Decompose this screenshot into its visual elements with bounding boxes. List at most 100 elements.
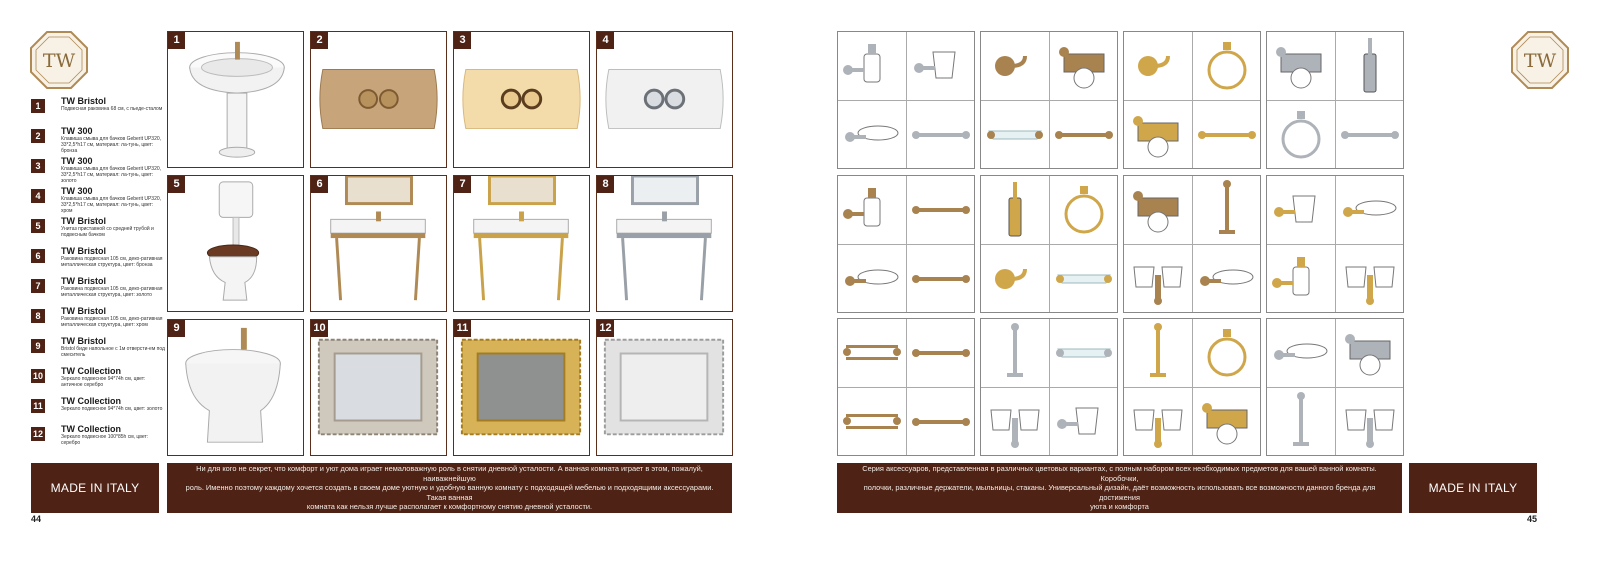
paper-holder-covered-icon[interactable] bbox=[1267, 32, 1335, 100]
product-photo-flush-plate-gold[interactable]: 3 bbox=[453, 31, 590, 168]
intro-text-left: Ни для кого не секрет, что комфорт и уют… bbox=[167, 463, 732, 513]
spare-roll-holder-icon[interactable] bbox=[1267, 388, 1335, 456]
mirror-icon bbox=[460, 338, 582, 436]
product-photo-pedestal-sink[interactable]: 1 bbox=[167, 31, 304, 168]
soap-dish-icon[interactable] bbox=[1193, 245, 1261, 313]
product-number: 5 bbox=[31, 219, 45, 233]
console-sink-icon bbox=[330, 176, 426, 301]
towel-ring-icon[interactable] bbox=[1267, 101, 1335, 169]
product-badge: 7 bbox=[454, 176, 471, 193]
robe-hook-icon[interactable] bbox=[981, 245, 1049, 313]
accessory-set-bronze[interactable] bbox=[837, 175, 975, 313]
glass-shelf-icon[interactable] bbox=[1050, 319, 1118, 387]
product-photo-flush-plate-bronze[interactable]: 2 bbox=[310, 31, 447, 168]
grid-divider bbox=[1267, 100, 1403, 101]
towel-bar-icon[interactable] bbox=[1193, 101, 1261, 169]
double-tumbler-icon[interactable] bbox=[1124, 388, 1192, 456]
toilet-brush-icon[interactable] bbox=[981, 176, 1049, 244]
intro-text-line: уюта и комфорта bbox=[1090, 502, 1149, 512]
product-photo-flush-plate-chrome[interactable]: 4 bbox=[596, 31, 733, 168]
towel-bar-icon[interactable] bbox=[907, 388, 975, 456]
intro-text-line: Серия аксессуаров, представленная в разл… bbox=[862, 464, 1377, 483]
product-badge: 12 bbox=[597, 320, 614, 337]
glass-shelf-icon[interactable] bbox=[981, 101, 1049, 169]
product-photo-mirror-silver[interactable]: 12 bbox=[596, 319, 733, 456]
product-number: 12 bbox=[31, 427, 45, 441]
product-description: Раковина подвесная 105 см, деко-ративная… bbox=[61, 256, 163, 268]
towel-ring-icon[interactable] bbox=[1193, 32, 1261, 100]
double-tumbler-icon[interactable] bbox=[1336, 245, 1404, 313]
product-list-item: 1 TW Bristol Подвесная раковина 68 см, с… bbox=[31, 96, 165, 126]
product-photo-mirror-antique-silver[interactable]: 10 bbox=[310, 319, 447, 456]
spare-roll-holder-icon[interactable] bbox=[1193, 176, 1261, 244]
towel-ring-icon[interactable] bbox=[1193, 319, 1261, 387]
accessory-set-chrome[interactable] bbox=[1266, 31, 1404, 169]
towel-bar-icon[interactable] bbox=[907, 101, 975, 169]
grid-divider bbox=[1124, 100, 1260, 101]
tumbler-holder-icon[interactable] bbox=[1050, 388, 1118, 456]
product-name: TW Collection bbox=[61, 424, 121, 434]
towel-bar-icon[interactable] bbox=[1050, 101, 1118, 169]
product-number: 3 bbox=[31, 159, 45, 173]
product-description: Клавиша смыва для бачков Geberit UP320, … bbox=[61, 166, 162, 184]
product-badge: 3 bbox=[454, 32, 471, 49]
paper-holder-covered-icon[interactable] bbox=[1336, 319, 1404, 387]
soap-dispenser-icon[interactable] bbox=[838, 32, 906, 100]
accessory-set-gold[interactable] bbox=[1266, 175, 1404, 313]
flush-plate-icon bbox=[462, 68, 581, 130]
intro-text-line: полочки, различные держатели, мыльницы, … bbox=[863, 483, 1376, 502]
product-photo-console-sink-bronze[interactable]: 6 bbox=[310, 175, 447, 312]
paper-holder-covered-icon[interactable] bbox=[1124, 101, 1192, 169]
robe-hook-icon[interactable] bbox=[981, 32, 1049, 100]
soap-dispenser-icon[interactable] bbox=[1267, 245, 1335, 313]
towel-bar-icon[interactable] bbox=[907, 176, 975, 244]
grid-divider bbox=[981, 387, 1117, 388]
soap-dispenser-icon[interactable] bbox=[838, 176, 906, 244]
product-number: 11 bbox=[31, 399, 45, 413]
towel-bar-icon[interactable] bbox=[1336, 101, 1404, 169]
soap-dish-icon[interactable] bbox=[838, 245, 906, 313]
accessory-set-bronze[interactable] bbox=[980, 31, 1118, 169]
product-list-item: 6 TW Bristol Раковина подвесная 105 см, … bbox=[31, 246, 165, 276]
paper-holder-covered-icon[interactable] bbox=[1193, 388, 1261, 456]
product-photo-bidet[interactable]: 9 bbox=[167, 319, 304, 456]
double-tumbler-icon[interactable] bbox=[1124, 245, 1192, 313]
product-description: Зеркало подвесное 100*85h см, цвет: сере… bbox=[61, 434, 149, 446]
product-list-item: 7 TW Bristol Раковина подвесная 105 см, … bbox=[31, 276, 165, 306]
accessory-set-chrome[interactable] bbox=[980, 318, 1118, 456]
double-tumbler-icon[interactable] bbox=[1336, 388, 1404, 456]
accessory-set-chrome[interactable] bbox=[837, 31, 975, 169]
accessory-set-bronze[interactable] bbox=[837, 318, 975, 456]
accessory-set-gold[interactable] bbox=[1123, 318, 1261, 456]
product-photo-console-sink-chrome[interactable]: 8 bbox=[596, 175, 733, 312]
accessory-set-bronze[interactable] bbox=[1123, 175, 1261, 313]
paper-holder-covered-icon[interactable] bbox=[1050, 32, 1118, 100]
soap-dish-icon[interactable] bbox=[1336, 176, 1404, 244]
robe-hook-icon[interactable] bbox=[1124, 32, 1192, 100]
toilet-brush-icon[interactable] bbox=[1336, 32, 1404, 100]
product-number: 8 bbox=[31, 309, 45, 323]
product-photo-mirror-gold[interactable]: 11 bbox=[453, 319, 590, 456]
tumbler-holder-icon[interactable] bbox=[907, 32, 975, 100]
soap-dish-icon[interactable] bbox=[1267, 319, 1335, 387]
double-towel-bar-icon[interactable] bbox=[838, 319, 906, 387]
paper-holder-covered-icon[interactable] bbox=[1124, 176, 1192, 244]
soap-dish-icon[interactable] bbox=[838, 101, 906, 169]
product-name: TW Bristol bbox=[61, 276, 106, 286]
spare-roll-holder-icon[interactable] bbox=[1124, 319, 1192, 387]
towel-bar-icon[interactable] bbox=[907, 245, 975, 313]
product-photo-toilet[interactable]: 5 bbox=[167, 175, 304, 312]
spare-roll-holder-icon[interactable] bbox=[981, 319, 1049, 387]
tumbler-holder-icon[interactable] bbox=[1267, 176, 1335, 244]
accessory-set-gold[interactable] bbox=[980, 175, 1118, 313]
glass-shelf-icon[interactable] bbox=[1050, 245, 1118, 313]
double-towel-bar-icon[interactable] bbox=[838, 388, 906, 456]
towel-ring-icon[interactable] bbox=[1050, 176, 1118, 244]
product-photo-console-sink-gold[interactable]: 7 bbox=[453, 175, 590, 312]
double-tumbler-icon[interactable] bbox=[981, 388, 1049, 456]
accessory-set-chrome[interactable] bbox=[1266, 318, 1404, 456]
product-name: TW Bristol bbox=[61, 216, 106, 226]
mirror-icon bbox=[317, 338, 439, 436]
towel-bar-icon[interactable] bbox=[907, 319, 975, 387]
accessory-set-gold[interactable] bbox=[1123, 31, 1261, 169]
